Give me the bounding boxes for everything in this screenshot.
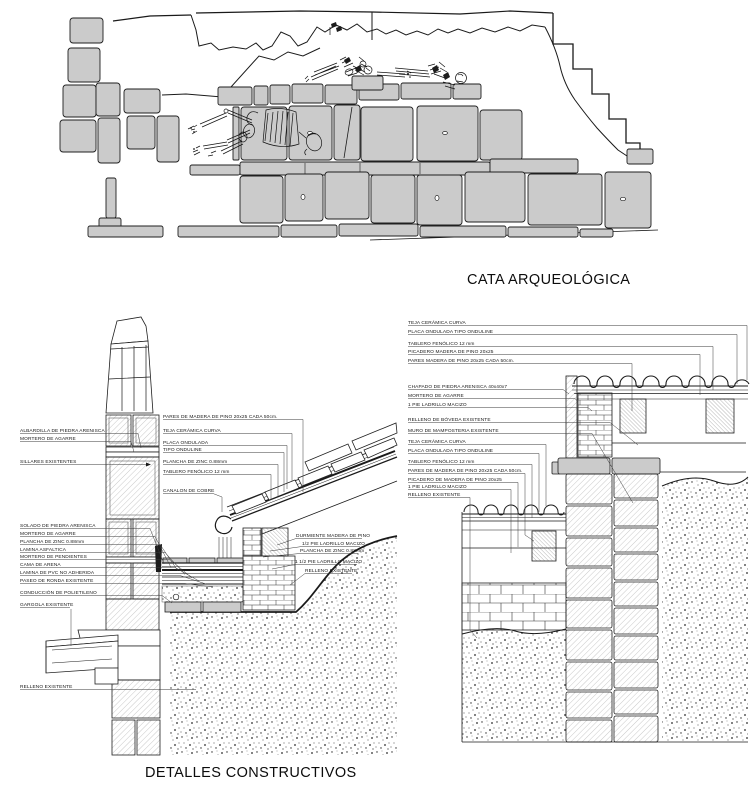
label-r-1pie-2: 1 PIE LADRILLO MACIZO bbox=[408, 484, 467, 490]
leader-lines-left-roof bbox=[163, 419, 304, 512]
label-placa-left: PLACA ONDULADA bbox=[163, 440, 209, 446]
gargoyle-spout bbox=[45, 634, 119, 685]
label-r-relleno: RELLENO EXISTENTE bbox=[408, 492, 460, 498]
label-solado: SOLADO DE PIEDRA ARENISCA bbox=[20, 523, 96, 529]
leader-lines-left-wall bbox=[20, 433, 214, 690]
label-pie-y-medio: 1 1/2 PIE LADRILLO MACIZO bbox=[295, 559, 362, 565]
masonry-wall-band bbox=[461, 582, 748, 743]
label-sillares: SILLARES EXISTENTES bbox=[20, 459, 76, 465]
label-r-1pie-1: 1 PIE LADRILLO MACIZO bbox=[408, 402, 467, 408]
stone-blocks bbox=[59, 17, 654, 238]
label-tablero-left: TABLERO FENÓLICO 12 mm bbox=[163, 468, 230, 475]
label-durmiente: DURMIENTE MADERA DE PINO bbox=[296, 533, 370, 539]
label-albardilla: ALBARDILLA DE PIEDRA ARENISCA bbox=[20, 428, 105, 434]
excavation-boundary-lines bbox=[112, 10, 659, 241]
leader-lines-right-lower bbox=[408, 444, 547, 639]
label-gargola: GARGOLA EXISTENTE bbox=[20, 602, 74, 608]
skeleton-upper-left bbox=[304, 56, 412, 83]
label-tipo-onduline: TIPO ONDULINE bbox=[163, 447, 202, 453]
sillares-arrowhead bbox=[146, 462, 151, 467]
label-r-placa-1: PLACA ONDULADA TIPO ONDULINE bbox=[408, 329, 493, 335]
label-mortero-agarre-1: MORTERO DE AGARRE bbox=[20, 436, 76, 442]
right-construction-detail: TEJA CERÁMICA CURVA PLACA ONDULADA TIPO … bbox=[408, 319, 750, 743]
wall-capstones bbox=[551, 457, 661, 475]
durmiente-and-brick-pier bbox=[242, 527, 296, 611]
skeleton-upper-right bbox=[394, 61, 467, 90]
left-detail-eave-labels: DURMIENTE MADERA DE PINO 1/2 PIE LADRILL… bbox=[262, 533, 370, 586]
label-plancha-zinc-1: PLANCHA DE ZINC 0.88mm bbox=[20, 539, 84, 545]
leader-lines-left-eave bbox=[262, 538, 362, 586]
plan-title: CATA ARQUEOLÓGICA bbox=[467, 271, 630, 288]
label-r-tablero-2: TABLERO FENÓLICO 12 mm bbox=[408, 458, 475, 465]
label-muro-mamposteria: MURO DE MAMPOSTERIA EXISTENTE bbox=[408, 428, 499, 434]
right-detail-lower-labels: TEJA CERÁMICA CURVA PLACA ONDULADA TIPO … bbox=[408, 438, 547, 639]
label-mortero-pendientes: MORTERO DE PENDIENTES bbox=[20, 554, 87, 560]
label-relleno-boveda: RELLENO DE BÓVEDA EXISTENTE bbox=[408, 416, 491, 423]
left-detail-wall-labels: ALBARDILLA DE PIEDRA ARENISCA MORTERO DE… bbox=[20, 428, 214, 690]
label-canalon: CANALON DE COBRE bbox=[163, 488, 215, 494]
right-detail-wall-labels: CHAPADO DE PIEDRA ARENISCA 40x40x7 MORTE… bbox=[408, 384, 639, 504]
label-teja-left: TEJA CERÁMICA CURVA bbox=[163, 427, 221, 434]
label-relleno-left: RELLENO EXISTENTE bbox=[20, 684, 72, 690]
label-r-pares-1: PARES MADERA DE PINO 20x25 CADA 50cm. bbox=[408, 358, 514, 364]
label-lamina-asfaltica: LAMINA ASFALTICA bbox=[20, 547, 67, 553]
walkway-layers bbox=[155, 544, 244, 613]
copper-gutter bbox=[214, 515, 233, 562]
label-pares-left: PARES DE MADERA DE PINO 20x25 CADA 50cm. bbox=[163, 414, 278, 420]
label-plancha-zinc-3: PLANCHA DE ZINC 0.88mm bbox=[300, 548, 364, 554]
left-construction-detail: ALBARDILLA DE PIEDRA ARENISCA MORTERO DE… bbox=[20, 316, 398, 756]
label-r-tablero-1: TABLERO FENÓLICO 12 mm bbox=[408, 340, 475, 347]
right-detail-ground-fill-right bbox=[661, 476, 749, 742]
label-r-mortero: MORTERO DE AGARRE bbox=[408, 393, 464, 399]
leader-lines-right-upper bbox=[408, 325, 748, 411]
tower-wall bbox=[77, 316, 161, 756]
main-stone-pier bbox=[565, 473, 659, 743]
label-medio-pie: 1/2 PIE LADRILLO MACIZO bbox=[302, 541, 365, 547]
leader-lines-right-wall bbox=[408, 389, 639, 504]
right-upper-roof bbox=[565, 375, 750, 473]
details-title: DETALLES CONSTRUCTIVOS bbox=[145, 765, 357, 781]
right-detail-upper-labels: TEJA CERÁMICA CURVA PLACA ONDULADA TIPO … bbox=[408, 319, 748, 411]
label-r-teja-1: TEJA CERÁMICA CURVA bbox=[408, 319, 466, 326]
right-lower-roof bbox=[461, 504, 566, 742]
label-cama-arena: CAMA DE ARENA bbox=[20, 562, 61, 568]
label-r-teja-2: TEJA CERÁMICA CURVA bbox=[408, 438, 466, 445]
label-conduccion: CONDUCCIÓN DE POLIETILENO bbox=[20, 589, 97, 596]
small-find-marker bbox=[329, 22, 342, 35]
label-lamina-pvc: LAMINA DE PVC NO ADHERIDA bbox=[20, 570, 95, 576]
left-detail-ground-fill bbox=[170, 535, 398, 755]
label-r-picadero-2: PICADERO DE MADERA DE PINO 20x25 bbox=[408, 477, 502, 483]
archaeological-plan: CATA ARQUEOLÓGICA bbox=[59, 10, 659, 288]
label-mortero-agarre-2: MORTERO DE AGARRE bbox=[20, 531, 76, 537]
left-detail-roof-labels: PARES DE MADERA DE PINO 20x25 CADA 50cm.… bbox=[163, 414, 304, 512]
label-paseo-ronda: PASEO DE RONDA EXISTENTE bbox=[20, 578, 93, 584]
skeleton-central bbox=[187, 108, 323, 157]
label-r-placa-2: PLACA ONDULADA TIPO ONDULINE bbox=[408, 448, 493, 454]
label-relleno-eave: RELLENO EXISTENTE bbox=[305, 568, 357, 574]
roof-assembly bbox=[226, 422, 398, 535]
label-plancha-zinc-2: PLANCHA DE ZINC 0.88mm bbox=[163, 459, 227, 465]
label-r-picadero-1: PICADERO MADERA DE PINO 20x25 bbox=[408, 349, 494, 355]
label-chapado: CHAPADO DE PIEDRA ARENISCA 40x40x7 bbox=[408, 384, 507, 390]
label-r-pares-2: PARES DE MADERA DE PINO 20x25 CADA 50cm. bbox=[408, 468, 523, 474]
